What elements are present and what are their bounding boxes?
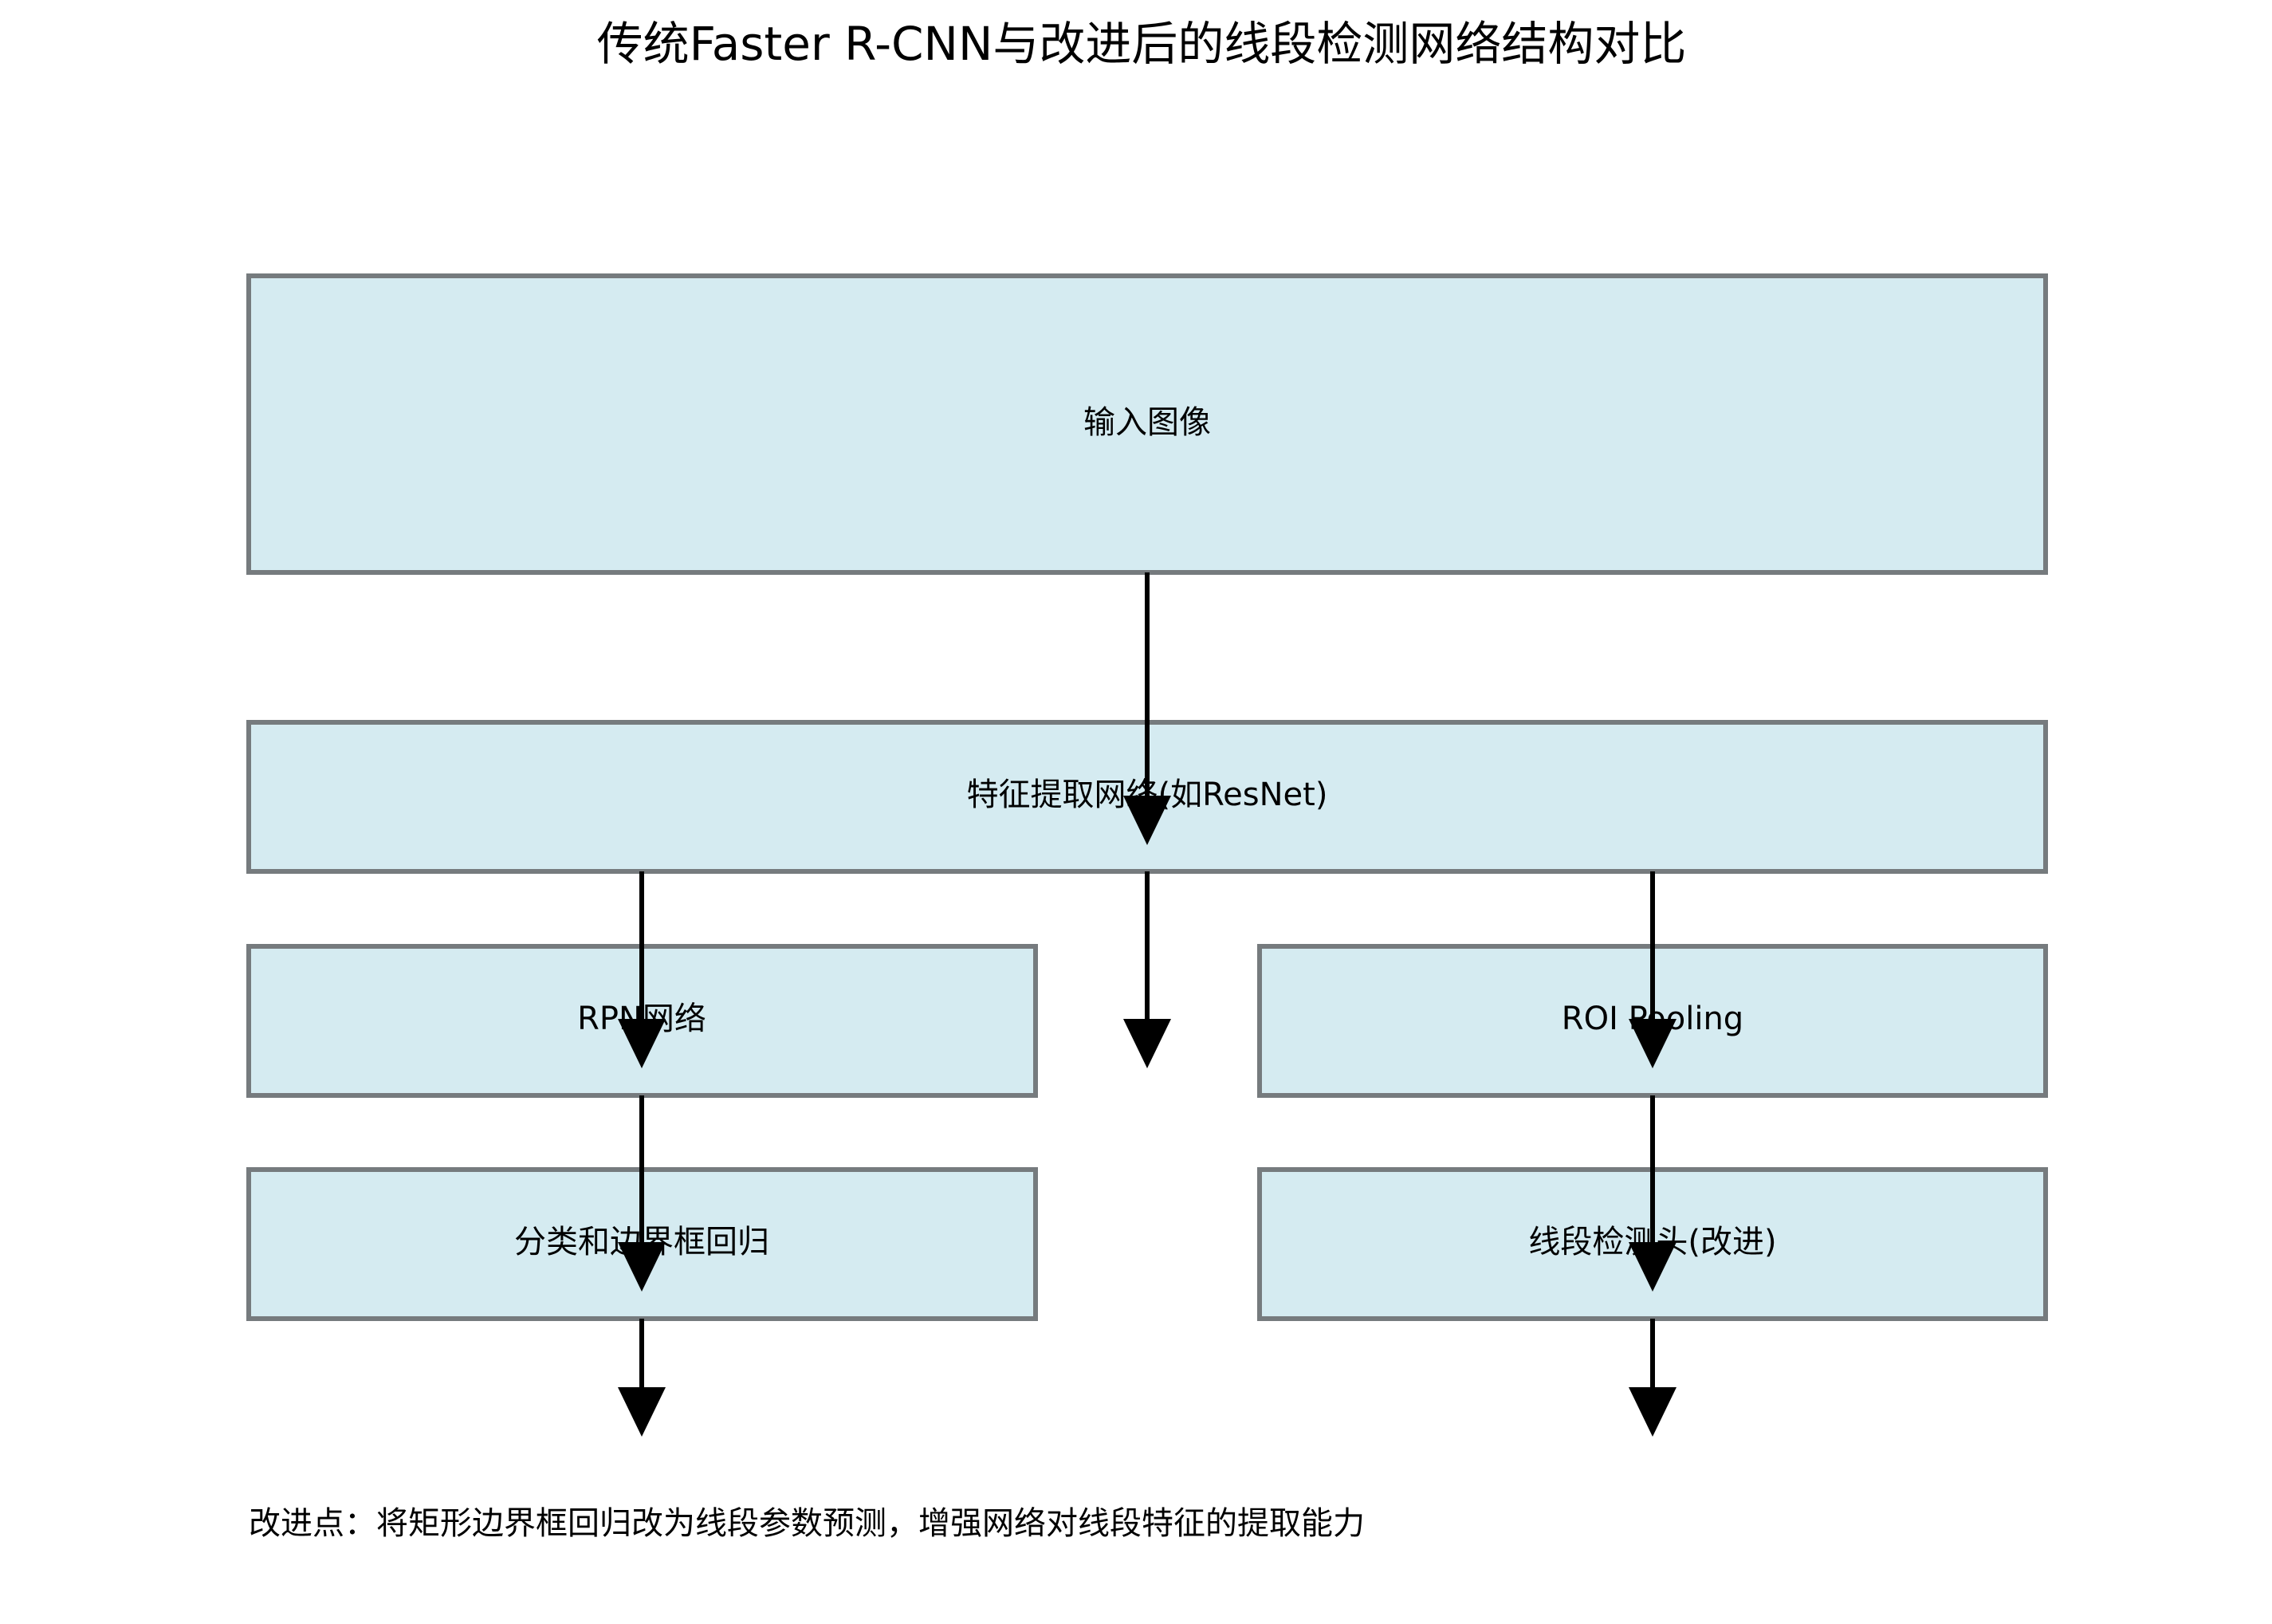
arrow-input-to-feature [1123,572,1171,845]
arrow-feature-to-roi-pooling [1629,871,1676,1068]
box-input-image: 输入图像 [246,273,2048,575]
arrow-feature-to-rpn [618,871,666,1068]
improvement-note: 改进点：将矩形边界框回归改为线段参数预测，增强网络对线段特征的提取能力 [249,1505,1365,1542]
arrow-feature-to-middle [1123,871,1171,1068]
arrow-line-head-out [1629,1319,1676,1437]
arrow-roi-to-line-head [1629,1095,1676,1292]
arrow-rpn-to-classification [618,1095,666,1292]
diagram-title: 传统Faster R-CNN与改进后的线段检测网络结构对比 [597,17,1687,71]
box-input-image-label: 输入图像 [1083,404,1211,441]
arrow-classification-out [618,1319,666,1437]
